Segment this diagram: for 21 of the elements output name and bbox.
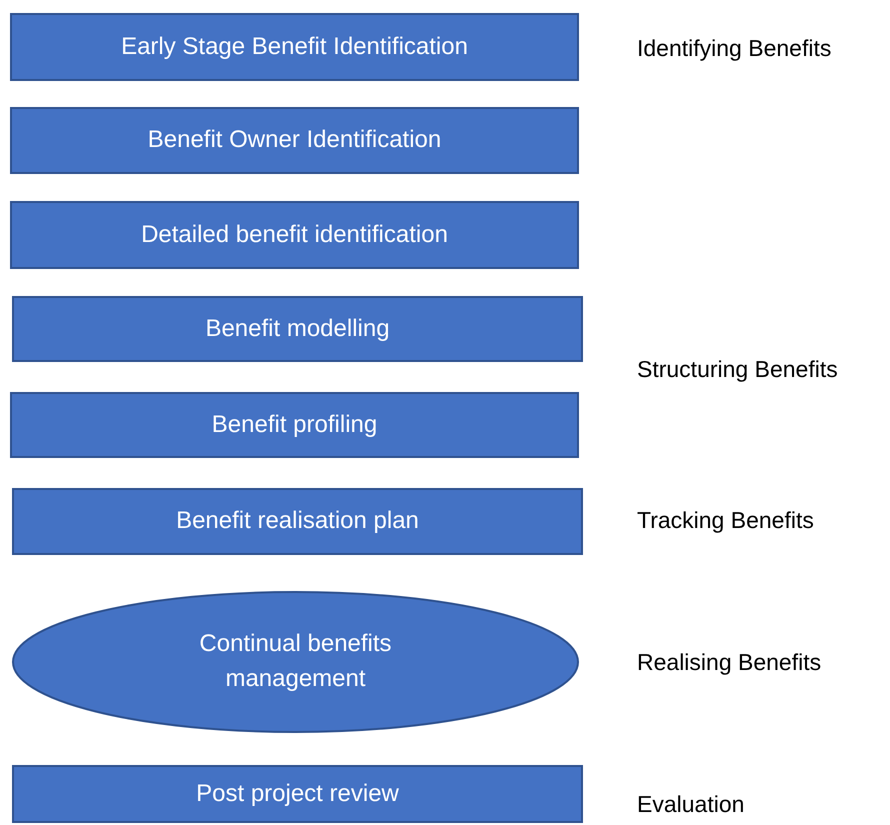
- node-label: Post project review: [196, 778, 399, 809]
- node-label: Benefit realisation plan: [176, 506, 419, 536]
- phase-label: Evaluation: [637, 791, 744, 818]
- process-box: [10, 107, 579, 174]
- process-box: [12, 296, 583, 362]
- node-label: Continual benefits management: [198, 629, 393, 694]
- node-label: Benefit profiling: [212, 410, 378, 440]
- process-box: [10, 392, 579, 458]
- process-ellipse: [12, 591, 579, 733]
- node-label: Early Stage Benefit Identification: [121, 32, 468, 62]
- node-label: Benefit modelling: [205, 314, 390, 344]
- process-box: [12, 765, 583, 823]
- node-label: Detailed benefit identification: [141, 220, 448, 250]
- node-label: Benefit Owner Identification: [148, 125, 442, 156]
- process-box: [10, 201, 579, 269]
- phase-label: Structuring Benefits: [637, 356, 838, 383]
- phase-label: Tracking Benefits: [637, 507, 814, 534]
- phase-label: Identifying Benefits: [637, 35, 832, 62]
- process-box: [12, 488, 583, 555]
- process-box: [10, 13, 579, 81]
- phase-label: Realising Benefits: [637, 649, 822, 676]
